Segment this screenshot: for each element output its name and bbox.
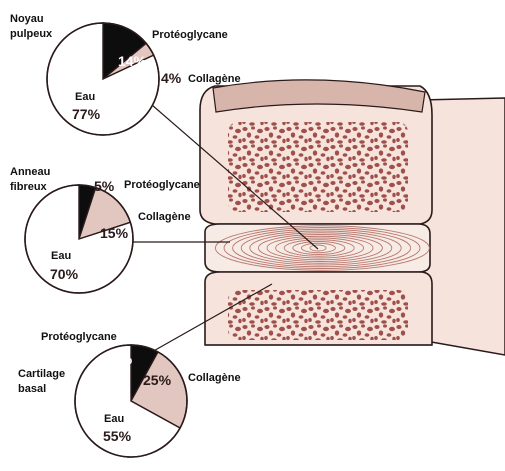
label-collagene: Collagène: [188, 73, 241, 85]
pie-outline: [24, 184, 134, 294]
annulus-ring: [240, 230, 402, 266]
pie-title-line-1: Noyau: [10, 13, 44, 25]
label-proteoglycane: Protéoglycane: [152, 29, 228, 41]
label-eau: Eau: [75, 91, 95, 103]
pct-proteoglycane: 14%: [118, 53, 147, 69]
pie-outline: [74, 344, 188, 458]
pct-proteoglycane: 8%: [112, 351, 133, 367]
annulus-ring: [300, 242, 336, 254]
pie-title-line-2: fibreux: [10, 181, 48, 193]
annulus-ring: [275, 237, 365, 259]
pie-noyau-pulpeux: Noyau pulpeux 14% Protéoglycane 4% Colla…: [10, 13, 241, 136]
label-collagene: Collagène: [188, 372, 241, 384]
annulus-ring: [257, 234, 383, 262]
annulus-ring: [214, 225, 430, 271]
label-proteoglycane: Protéoglycane: [41, 331, 117, 343]
pie-title-line-2: basal: [18, 383, 46, 395]
pct-collagene: 15%: [100, 225, 129, 241]
upper-vertebral-body: [199, 79, 433, 225]
pct-eau: 55%: [103, 428, 132, 444]
annulus-ring: [249, 232, 393, 264]
pie-anneau-fibreux-slices: [24, 184, 134, 294]
label-eau: Eau: [104, 413, 124, 425]
pct-proteoglycane: 5%: [94, 178, 115, 194]
pct-collagene: 25%: [143, 372, 172, 388]
pie-cartilage-basal-slices: [74, 344, 188, 458]
pie-anneau-fibreux: Anneau fibreux 5% Protéoglycane Collagèn…: [10, 166, 200, 294]
pie-outline: [46, 22, 160, 136]
label-proteoglycane: Protéoglycane: [124, 179, 200, 191]
lower-vertebral-body: [204, 271, 433, 346]
annulus-ring: [309, 244, 327, 252]
pie-title-line-1: Anneau: [10, 166, 50, 178]
leader-line-cartilage: [149, 283, 273, 354]
annulus-ring: [292, 241, 346, 255]
label-collagene: Collagène: [138, 211, 191, 223]
pie-noyau-pulpeux-slices: [46, 22, 160, 136]
pie-title-line-2: pulpeux: [10, 28, 53, 40]
annulus-ring: [223, 227, 421, 269]
leader-line-noyau: [151, 104, 319, 250]
annulus-ring: [283, 239, 355, 257]
leader-lines: [132, 104, 319, 354]
pct-eau: 77%: [72, 106, 101, 122]
pct-eau: 70%: [50, 266, 79, 282]
pct-collagene: 4%: [161, 70, 182, 86]
pie-cartilage-basal: Cartilage basal Protéoglycane 8% 25% Col…: [18, 331, 241, 458]
label-eau: Eau: [51, 250, 71, 262]
spine-illustration: [199, 79, 505, 356]
annulus-ring: [266, 235, 374, 261]
annulus-ring: [232, 228, 412, 268]
pie-title-line-1: Cartilage: [18, 368, 65, 380]
